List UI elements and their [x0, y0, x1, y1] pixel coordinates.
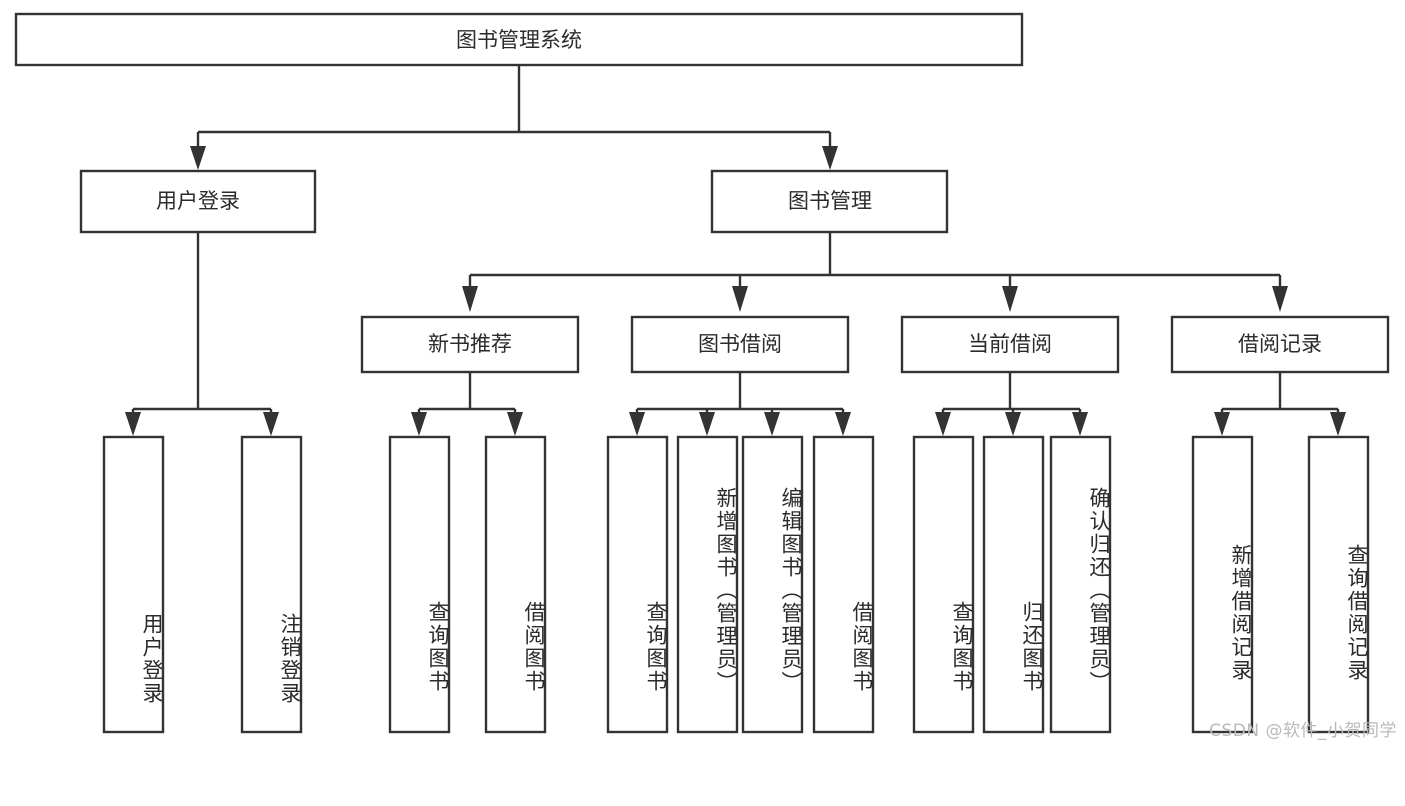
node-borrow-record[interactable]: 借阅记录 — [1170, 315, 1390, 374]
arrow-head-br-leaf-2 — [1330, 412, 1346, 436]
leaf-box-br-add-record[interactable] — [1191, 435, 1254, 734]
node-new-book-recommend-label: 新书推荐 — [428, 332, 512, 356]
arrow-head-bb-leaf-2 — [699, 412, 715, 436]
leaf-box-cb-confirm-return[interactable] — [1049, 435, 1112, 734]
arrow-head-cb-leaf-1 — [935, 412, 951, 436]
arrow-head-cb-leaf-2 — [1005, 412, 1021, 436]
leaf-box-bb-add-book[interactable] — [676, 435, 739, 734]
leaf-box-cb-return-book[interactable] — [982, 435, 1045, 734]
arrow-head-cb-leaf-3 — [1072, 412, 1088, 436]
arrow-head-user-login — [190, 146, 206, 170]
csdn-watermark: CSDN @软件_小贺同学 — [1209, 721, 1397, 741]
node-book-manage-box[interactable] — [710, 169, 949, 234]
node-user-login-label: 用户登录 — [156, 189, 240, 213]
node-new-book-recommend-box[interactable] — [360, 315, 580, 374]
arrow-head-current-borrow — [1002, 286, 1018, 312]
arrow-head-new-book — [462, 286, 478, 312]
arrow-head-nb-leaf-1 — [411, 412, 427, 436]
node-book-manage[interactable]: 图书管理 — [710, 169, 949, 234]
node-book-borrow-box[interactable] — [630, 315, 850, 374]
node-book-manage-label: 图书管理 — [788, 189, 872, 213]
node-current-borrow-label: 当前借阅 — [968, 332, 1052, 356]
leaf-box-cb-query-book[interactable] — [912, 435, 975, 734]
node-current-borrow-box[interactable] — [900, 315, 1120, 374]
node-root-box[interactable] — [14, 12, 1024, 67]
node-book-borrow-label: 图书借阅 — [698, 332, 782, 356]
leaf-box-user-login[interactable] — [102, 435, 165, 734]
arrow-head-bb-leaf-4 — [835, 412, 851, 436]
node-root[interactable]: 图书管理系统 — [14, 12, 1024, 67]
hierarchy-chart-svg: 图书管理系统 用户登录 图书管理 新书推荐 图书借阅 当前借阅 借阅记录 — [14, 12, 1390, 734]
leaf-box-bb-borrow-book[interactable] — [812, 435, 875, 734]
leaf-box-nb-query-book[interactable] — [388, 435, 451, 734]
node-current-borrow[interactable]: 当前借阅 — [900, 315, 1120, 374]
arrow-head-book-borrow — [732, 286, 748, 312]
node-new-book-recommend[interactable]: 新书推荐 — [360, 315, 580, 374]
leaf-box-br-query-record[interactable] — [1307, 435, 1370, 734]
leaf-box-bb-edit-book[interactable] — [741, 435, 804, 734]
node-user-login-box[interactable] — [79, 169, 317, 234]
arrow-head-leaf-user-login — [125, 412, 141, 436]
leaf-box-logout[interactable] — [240, 435, 303, 734]
arrow-head-leaf-logout — [263, 412, 279, 436]
leaf-box-bb-query-book[interactable] — [606, 435, 669, 734]
connectors-group — [125, 65, 1346, 436]
node-book-borrow[interactable]: 图书借阅 — [630, 315, 850, 374]
node-root-label: 图书管理系统 — [456, 28, 582, 52]
arrow-head-nb-leaf-2 — [507, 412, 523, 436]
node-borrow-record-label: 借阅记录 — [1238, 332, 1322, 356]
leaf-boxes-group — [102, 435, 1370, 734]
arrow-head-borrow-record — [1272, 286, 1288, 312]
arrow-head-book-manage — [822, 146, 838, 170]
node-user-login[interactable]: 用户登录 — [79, 169, 317, 234]
arrow-head-bb-leaf-1 — [629, 412, 645, 436]
node-borrow-record-box[interactable] — [1170, 315, 1390, 374]
arrow-head-bb-leaf-3 — [764, 412, 780, 436]
arrow-head-br-leaf-1 — [1214, 412, 1230, 436]
diagram-canvas: 图书管理系统 用户登录 图书管理 新书推荐 图书借阅 当前借阅 借阅记录 — [14, 12, 1397, 741]
leaf-box-nb-borrow-book[interactable] — [484, 435, 547, 734]
